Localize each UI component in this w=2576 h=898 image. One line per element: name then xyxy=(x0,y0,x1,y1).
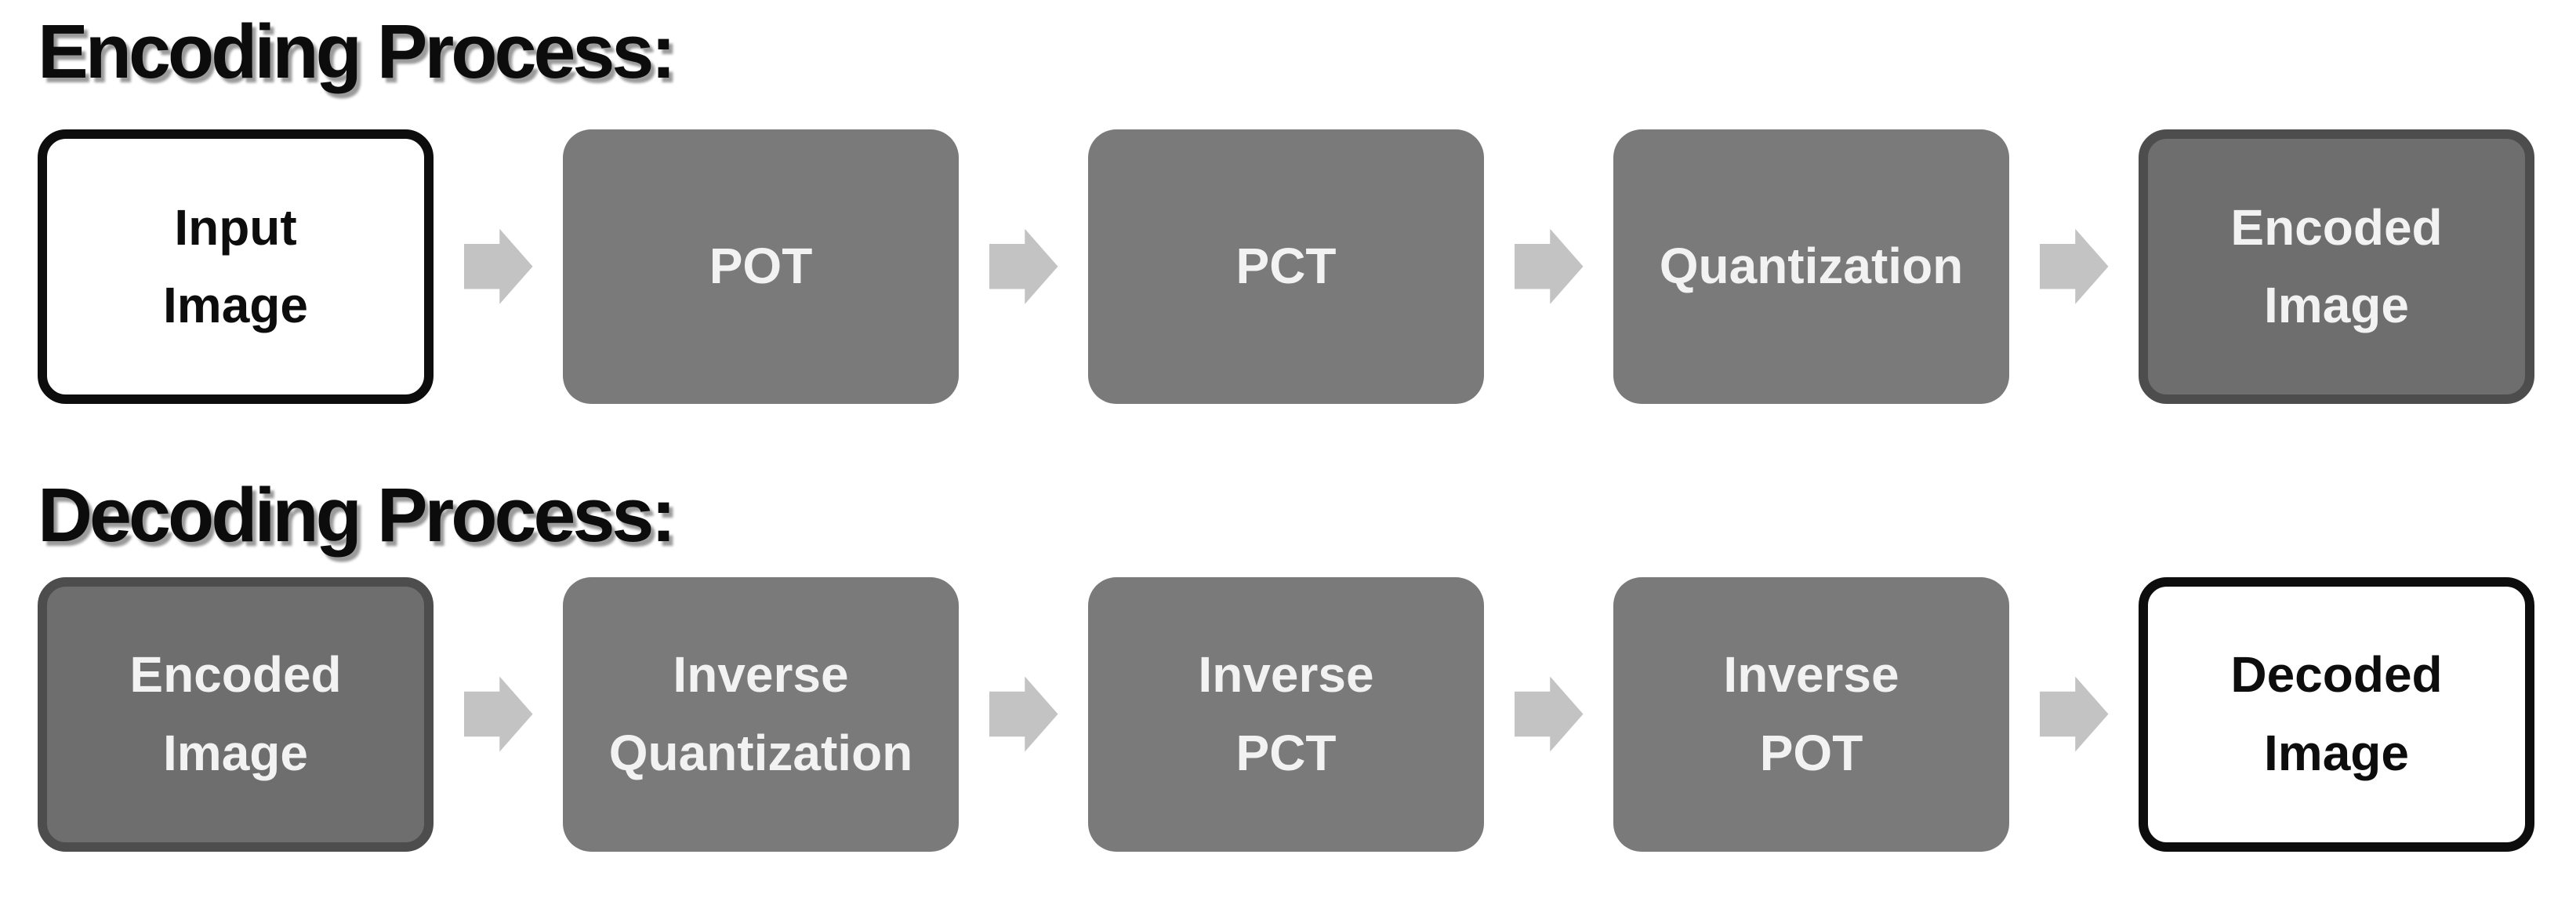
step-label: Encoded Image xyxy=(129,646,342,781)
step-box-pot: POT xyxy=(563,129,959,404)
encoding-flow-row: Input Image POT PCT Quantization Encoded… xyxy=(38,129,2576,404)
step-label: Quantization xyxy=(1659,238,1964,295)
step-label: Inverse Quantization xyxy=(608,646,913,781)
step-label: Inverse POT xyxy=(1723,646,1899,781)
step-label: Inverse PCT xyxy=(1198,646,1374,781)
step-box-pct: PCT xyxy=(1088,129,1484,404)
right-arrow-icon xyxy=(2039,676,2109,752)
arrow-gap xyxy=(2009,228,2139,304)
step-box-decoded-image: Decoded Image xyxy=(2139,576,2534,852)
arrow-gap xyxy=(959,228,1088,304)
decoding-flow-row: Encoded Image Inverse Quantization Inver… xyxy=(38,576,2576,852)
step-box-input-image: Input Image xyxy=(38,129,434,404)
step-label: Input Image xyxy=(163,198,308,333)
step-box-inverse-pct: Inverse PCT xyxy=(1088,576,1484,852)
right-arrow-icon xyxy=(1514,228,1584,304)
step-box-inverse-quantization: Inverse Quantization xyxy=(563,576,959,852)
step-box-encoded-image: Encoded Image xyxy=(2139,129,2534,404)
arrow-gap xyxy=(2009,676,2139,752)
step-label: Decoded Image xyxy=(2230,646,2443,781)
step-box-quantization: Quantization xyxy=(1613,129,2009,404)
arrow-gap xyxy=(1484,228,1613,304)
arrow-gap xyxy=(1484,676,1613,752)
right-arrow-icon xyxy=(463,676,533,752)
right-arrow-icon xyxy=(989,676,1058,752)
encoding-section-title: Encoding Process: xyxy=(38,9,677,94)
step-label: PCT xyxy=(1235,238,1337,295)
right-arrow-icon xyxy=(2039,228,2109,304)
arrow-gap xyxy=(434,228,563,304)
arrow-gap xyxy=(434,676,563,752)
step-label: Encoded Image xyxy=(2230,198,2443,333)
step-label: POT xyxy=(709,238,813,295)
right-arrow-icon xyxy=(989,228,1058,304)
decoding-section-title: Decoding Process: xyxy=(38,471,677,558)
step-box-encoded-image: Encoded Image xyxy=(38,576,434,852)
arrow-gap xyxy=(959,676,1088,752)
step-box-inverse-pot: Inverse POT xyxy=(1613,576,2009,852)
right-arrow-icon xyxy=(463,228,533,304)
right-arrow-icon xyxy=(1514,676,1584,752)
